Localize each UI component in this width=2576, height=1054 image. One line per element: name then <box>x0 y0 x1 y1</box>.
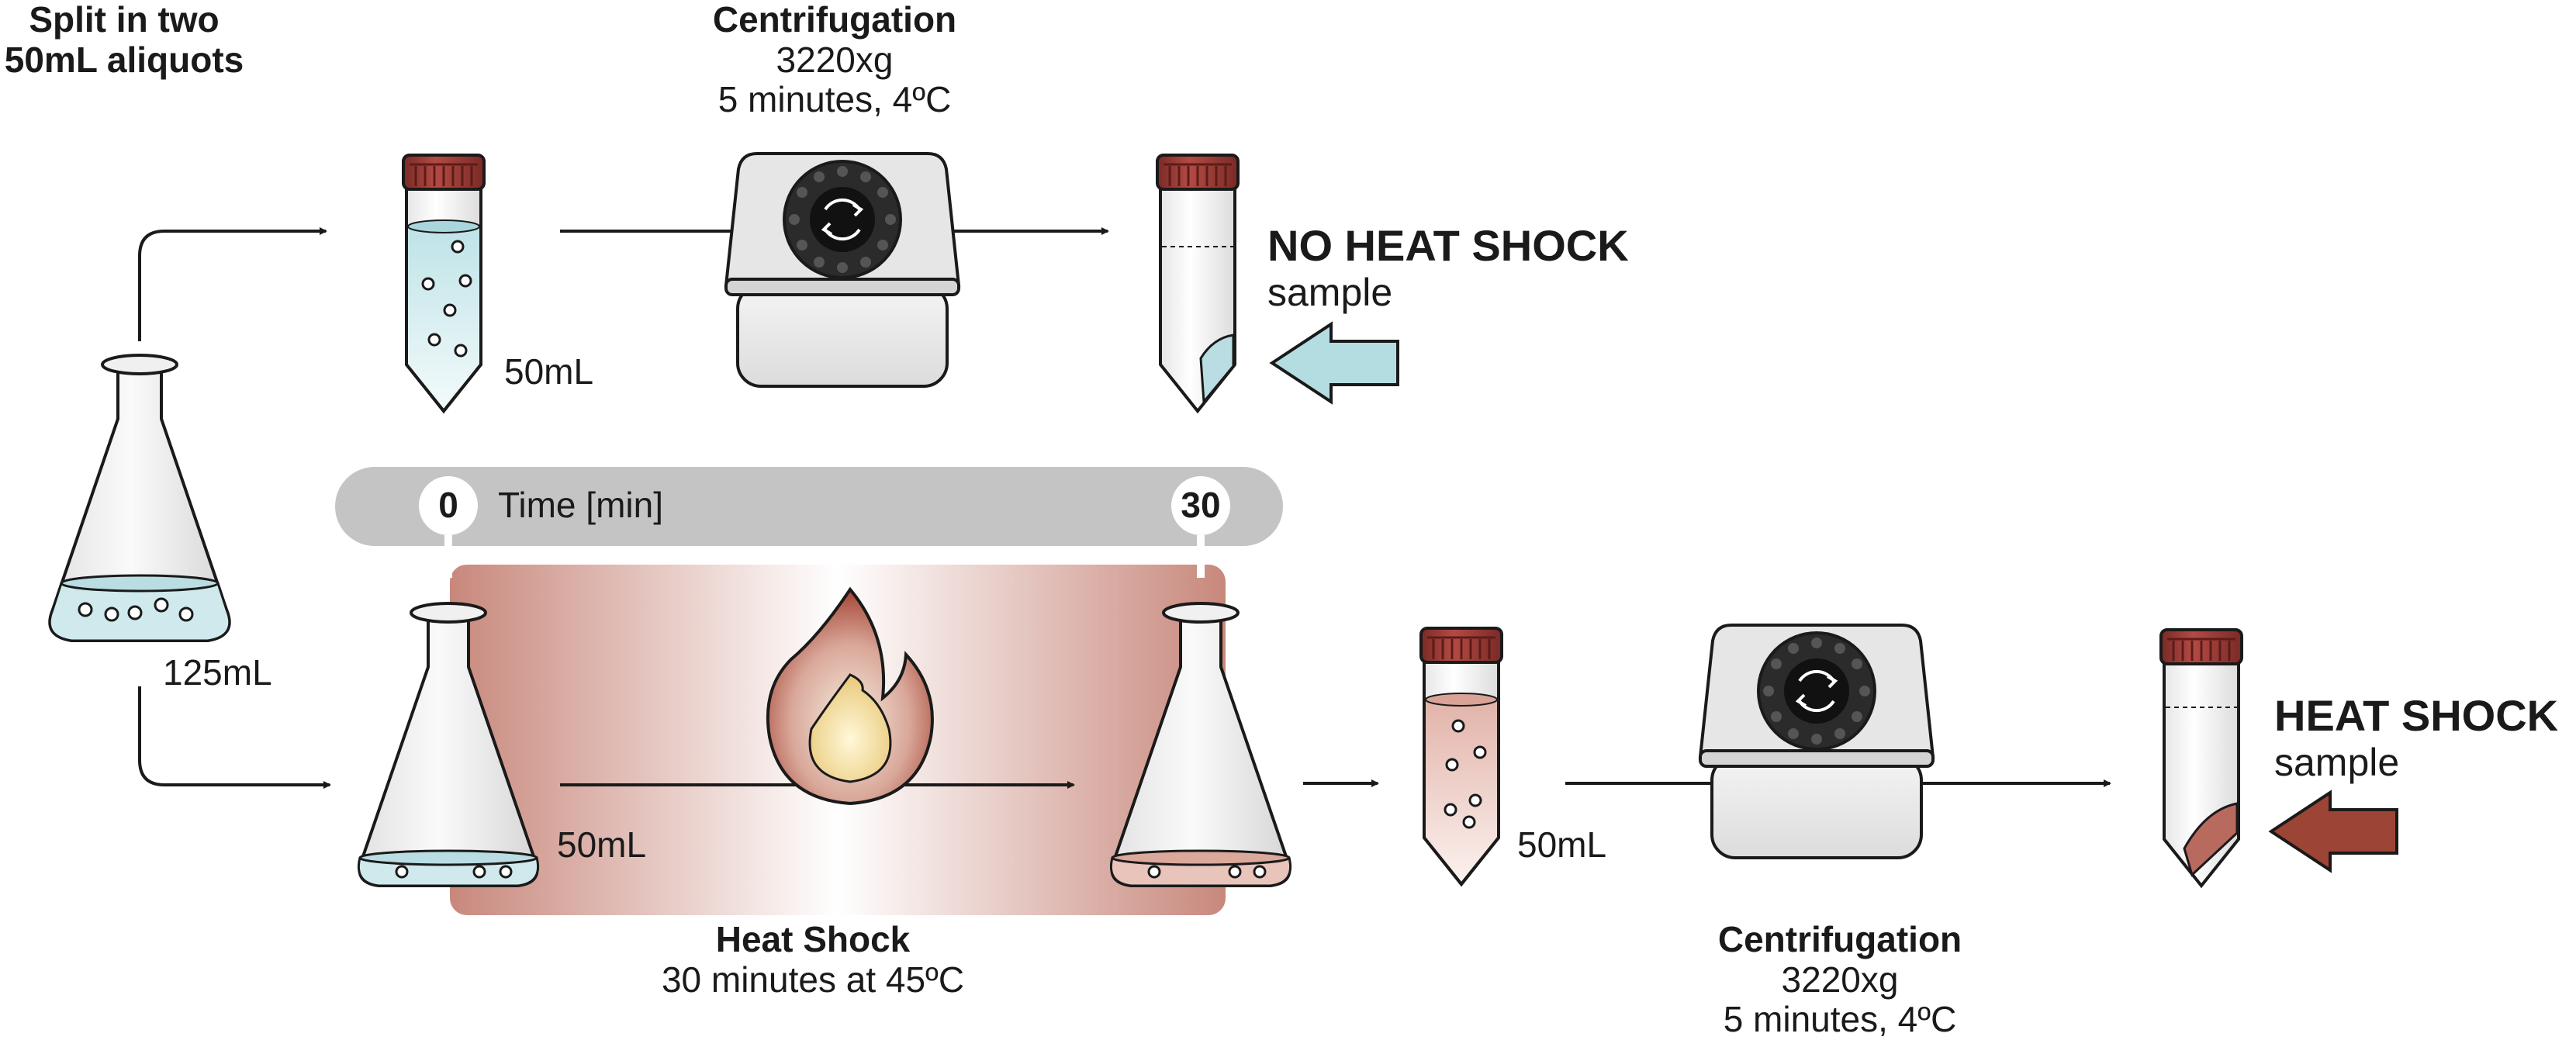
centrifugation-bottom-conditions: 5 minutes, 4ºC <box>1723 999 1957 1040</box>
heat-shock-sample-subtitle: sample <box>2274 740 2400 784</box>
centrifugation-top-title: Centrifugation <box>712 0 957 40</box>
centrifugation-bottom-label: Centrifugation 3220xg 5 minutes, 4ºC <box>1717 919 1962 1040</box>
timeline-label: Time [min] <box>498 485 663 525</box>
centrifugation-top-label: Centrifugation 3220xg 5 minutes, 4ºC <box>713 0 956 120</box>
bottom-tube-volume: 50mL <box>1517 824 1607 865</box>
timeline-start-value: 0 <box>438 485 458 525</box>
top-tube-volume: 50mL <box>504 351 594 392</box>
no-heat-shock-title: NO HEAT SHOCK <box>1267 221 1629 270</box>
bottom-centrifuge <box>1699 624 1935 859</box>
timeline-end-value: 30 <box>1181 485 1221 525</box>
centrifugation-bottom-title: Centrifugation <box>1717 919 1962 959</box>
fire-icon <box>766 586 934 806</box>
heat-shock-title: Heat Shock <box>715 919 911 959</box>
heat-shock-tube <box>2159 628 2243 887</box>
no-heat-shock-subtitle: sample <box>1267 270 1393 314</box>
centrifugation-top-speed: 3220xg <box>776 39 894 80</box>
main-flask-volume: 125mL <box>163 652 272 693</box>
heat-flask-volume: 50mL <box>557 824 647 865</box>
heat-shock-label: Heat Shock 30 minutes at 45ºC <box>661 919 965 1000</box>
top-tube <box>402 154 486 414</box>
split-label: Split in two 50mL aliquots <box>5 0 244 80</box>
heat-shock-detail: 30 minutes at 45ºC <box>661 959 965 1000</box>
split-line-2: 50mL aliquots <box>4 39 244 80</box>
timeline-end-marker <box>1171 476 1230 535</box>
bottom-tube <box>1419 627 1503 887</box>
no-heat-shock-tube <box>1156 154 1240 413</box>
heat-shock-sample-label: HEAT SHOCK sample <box>2274 691 2559 784</box>
arrow-to-heat-flask <box>138 686 331 789</box>
main-flask <box>48 354 231 642</box>
heat-shock-sample-title: HEAT SHOCK <box>2274 691 2559 740</box>
arrow-to-top-tube <box>138 227 327 341</box>
centrifugation-top-conditions: 5 minutes, 4ºC <box>717 79 952 120</box>
centrifugation-bottom-speed: 3220xg <box>1781 959 1899 1000</box>
heat-shock-arrow <box>2268 790 2398 873</box>
heat-flask-end <box>1110 602 1291 887</box>
timeline-start-marker <box>419 476 478 535</box>
split-line-1: Split in two <box>29 0 220 40</box>
top-centrifuge <box>724 152 960 388</box>
no-heat-shock-label: NO HEAT SHOCK sample <box>1267 221 1629 314</box>
heat-flask-start <box>358 602 539 887</box>
timeline-bar <box>335 467 1283 546</box>
